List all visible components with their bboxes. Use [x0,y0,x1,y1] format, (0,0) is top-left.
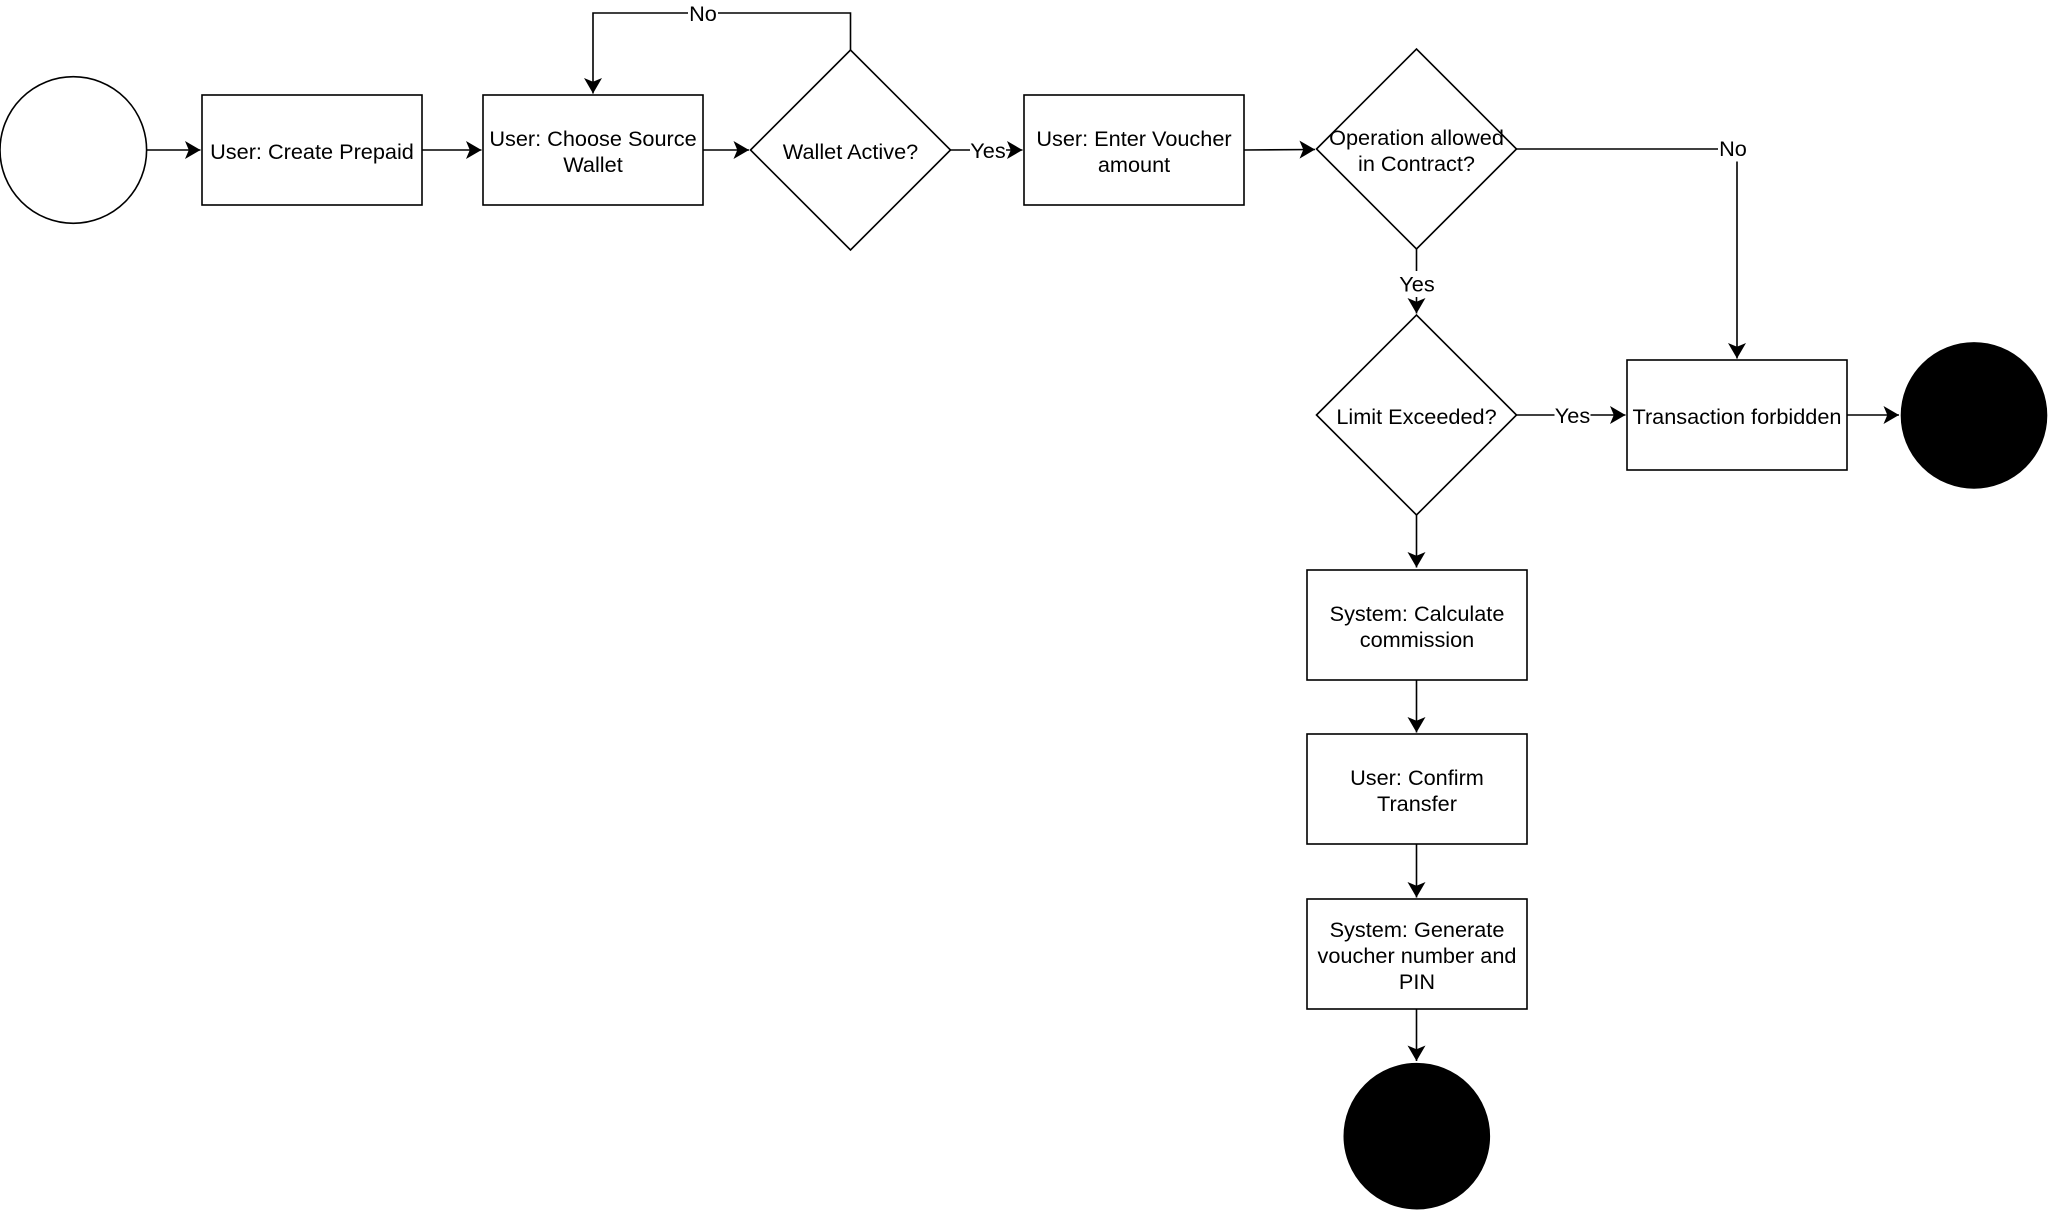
svg-text:Yes: Yes [970,138,1006,163]
svg-text:User: Confirm: User: Confirm [1350,765,1484,790]
svg-text:Yes: Yes [1399,272,1435,297]
svg-text:Operation allowed: Operation allowed [1329,125,1504,150]
svg-text:User: Create Prepaid: User: Create Prepaid [210,139,414,164]
svg-text:voucher number and: voucher number and [1318,943,1517,968]
svg-text:amount: amount [1098,152,1170,177]
svg-text:User: Choose Source: User: Choose Source [489,126,696,151]
svg-text:Transaction forbidden: Transaction forbidden [1633,404,1842,429]
svg-text:User: Enter Voucher: User: Enter Voucher [1036,126,1231,151]
svg-text:No: No [1719,136,1747,161]
svg-text:System: Calculate: System: Calculate [1330,601,1505,626]
svg-text:No: No [689,1,717,26]
svg-text:Wallet Active?: Wallet Active? [783,139,918,164]
svg-text:PIN: PIN [1399,969,1435,994]
svg-text:Limit Exceeded?: Limit Exceeded? [1336,404,1496,429]
svg-text:Yes: Yes [1555,403,1591,428]
svg-text:Wallet: Wallet [563,152,622,177]
svg-text:Transfer: Transfer [1377,791,1457,816]
svg-text:System: Generate: System: Generate [1330,917,1505,942]
svg-text:in Contract?: in Contract? [1358,151,1475,176]
svg-text:commission: commission [1360,627,1474,652]
